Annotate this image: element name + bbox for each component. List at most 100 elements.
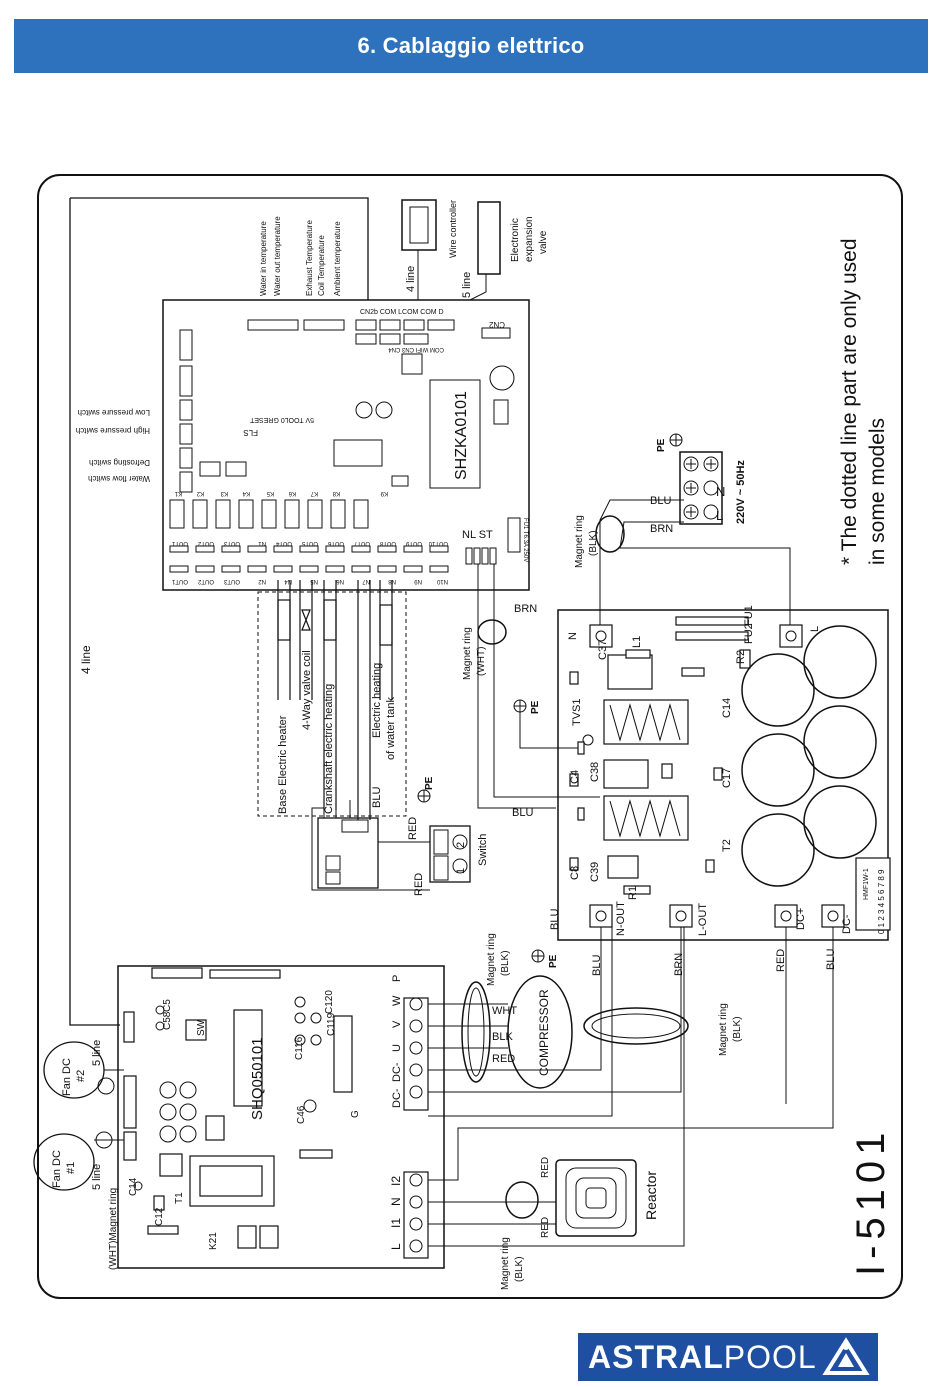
exp-valve-line2: expansion — [524, 216, 535, 262]
filter-component-label: C39 — [589, 862, 601, 882]
filter-numbers: 0 1 2 3 4 5 6 7 8 9 — [877, 869, 886, 934]
filter-component-label: TVS1 — [571, 698, 583, 726]
comp-magnet-1: Magnet ring — [486, 933, 497, 986]
load-labels: Base Electric heater 4-Way valve coil Cran… — [277, 650, 397, 814]
nlst-label: NL ST — [462, 529, 493, 541]
filter-component-label: T2 — [721, 839, 733, 852]
fan2-line2: #2 — [75, 1070, 87, 1082]
filter-component-label: C14 — [721, 698, 733, 718]
dc-wire-label: BLU — [549, 909, 561, 930]
inverter-component-label: C58 — [162, 1011, 173, 1030]
relay-label: K7 — [310, 490, 318, 496]
inverter-out-terminal-label: V — [391, 1020, 403, 1028]
power-supply-terminals: PE 220V ~ 50Hz N L BLU BRN — [650, 433, 747, 535]
output-label: OUT4 — [275, 540, 292, 546]
compressor-label: COMPRESSOR — [537, 989, 551, 1076]
power-blu: BLU — [650, 495, 671, 507]
load-label: Crankshaft electric heating — [323, 684, 335, 814]
fan-line5-b: 5 line — [91, 1164, 103, 1190]
pe-filter: PE — [530, 700, 541, 714]
fan-magnet-wht: (WHT)Magnet ring — [108, 1188, 119, 1270]
neutral-label: OUT1 — [171, 578, 188, 584]
note-line1: * The dotted line part are only used — [838, 239, 861, 566]
line4-left: 4 line — [79, 645, 93, 674]
power-brn: BRN — [650, 523, 673, 535]
sensor-label: Water in temperature — [259, 221, 268, 296]
main-board-code: SHZKA0101 — [453, 391, 470, 480]
magnet-wht-1: Magnet ring — [462, 627, 473, 680]
output-label: OUT9 — [405, 540, 422, 546]
neutral-label: OUT3 — [223, 578, 240, 584]
relay-label: K8 — [332, 490, 340, 496]
filter-terminal-label: N-OUT — [615, 901, 627, 936]
magnet-ring-dc — [583, 1007, 689, 1045]
optional-loads-block — [257, 591, 407, 817]
neutral-label: N9 — [414, 578, 422, 584]
dc-wire-label: RED — [775, 949, 787, 972]
power-l: L — [716, 508, 723, 523]
switch-red1: RED — [407, 817, 419, 840]
note-line2: in some models — [866, 418, 889, 565]
section-title: 6. Cablaggio elettrico — [357, 33, 585, 58]
relay-label: K5 — [266, 490, 274, 496]
switch-red2: RED — [413, 873, 425, 896]
reactor-red2: RED — [540, 1217, 551, 1238]
inverter-component-label: SW — [196, 1019, 207, 1036]
switch-blu: BLU — [371, 787, 383, 808]
inverter-component-label: T1 — [174, 1192, 185, 1204]
line5-top: 5 line — [461, 272, 473, 298]
filter-terminal-label: L — [809, 626, 821, 632]
logo-text-light: POOL — [723, 1338, 817, 1375]
filter-component-label: C17 — [721, 768, 733, 788]
comp-magnet-2: (BLK) — [500, 950, 511, 976]
load-label: Base Electric heater — [277, 715, 289, 814]
inverter-out-terminal-label: U — [391, 1044, 403, 1052]
exp-valve-line3: valve — [538, 230, 549, 254]
reactor-label: Reactor — [643, 1171, 659, 1220]
logo-text-bold: ASTRAL — [588, 1338, 724, 1375]
switch-input-label: High pressure switch — [76, 426, 150, 435]
main-control-board: SHZKA0101 FLS 5V TOOL0 GRESET FU1 T6.3A … — [162, 299, 530, 591]
filter-terminal-label: DC+ — [795, 908, 807, 930]
sensor-label: Coil Temperature — [317, 235, 326, 296]
model-code: I-5101 — [849, 1127, 893, 1276]
supply-label: 220V ~ 50Hz — [735, 460, 747, 524]
relay-label: K2 — [196, 490, 204, 496]
fan-line5-a: 5 line — [91, 1040, 103, 1066]
magnet-blk-1: Magnet ring — [574, 515, 585, 568]
relay-label: K9 — [380, 490, 388, 496]
inverter-component-label: C116 — [294, 1036, 305, 1060]
output-label: OUT3 — [223, 540, 240, 546]
reset-label: 5V TOOL0 GRESET — [249, 416, 314, 423]
fan1-line2: #1 — [65, 1162, 77, 1174]
inverter-component-label: K21 — [208, 1232, 219, 1250]
cn2-label: CN2 — [488, 320, 505, 329]
compressor-wire-label: RED — [492, 1053, 515, 1065]
output-label: OUT6 — [327, 540, 344, 546]
compressor — [507, 975, 573, 1089]
load-label: 4-Way valve coil — [301, 650, 313, 730]
blu-wire-label: BLU — [512, 807, 533, 819]
output-label: OUT8 — [379, 540, 396, 546]
wire-controller-label: Wire controller — [448, 200, 458, 258]
switch-num2: 2 — [455, 842, 467, 848]
switch-label: Switch — [477, 834, 489, 866]
inverter-component-label: G — [350, 1110, 361, 1118]
switch-num1: 1 — [455, 868, 467, 874]
pe-compressor: PE — [548, 954, 559, 968]
inverter-out-terminal-label: DC- — [391, 1062, 403, 1082]
top-ports-label: CN2b COM LCOM COM D — [360, 309, 444, 316]
sensor-label: Exhaust Temperature — [305, 220, 314, 296]
fuse-label: FU1 T6.3A 250V — [522, 518, 528, 562]
inverter-out-terminal-label: P — [391, 975, 403, 982]
filter-component-label: FU1 — [743, 605, 755, 626]
fls-label: FLS — [243, 428, 258, 437]
